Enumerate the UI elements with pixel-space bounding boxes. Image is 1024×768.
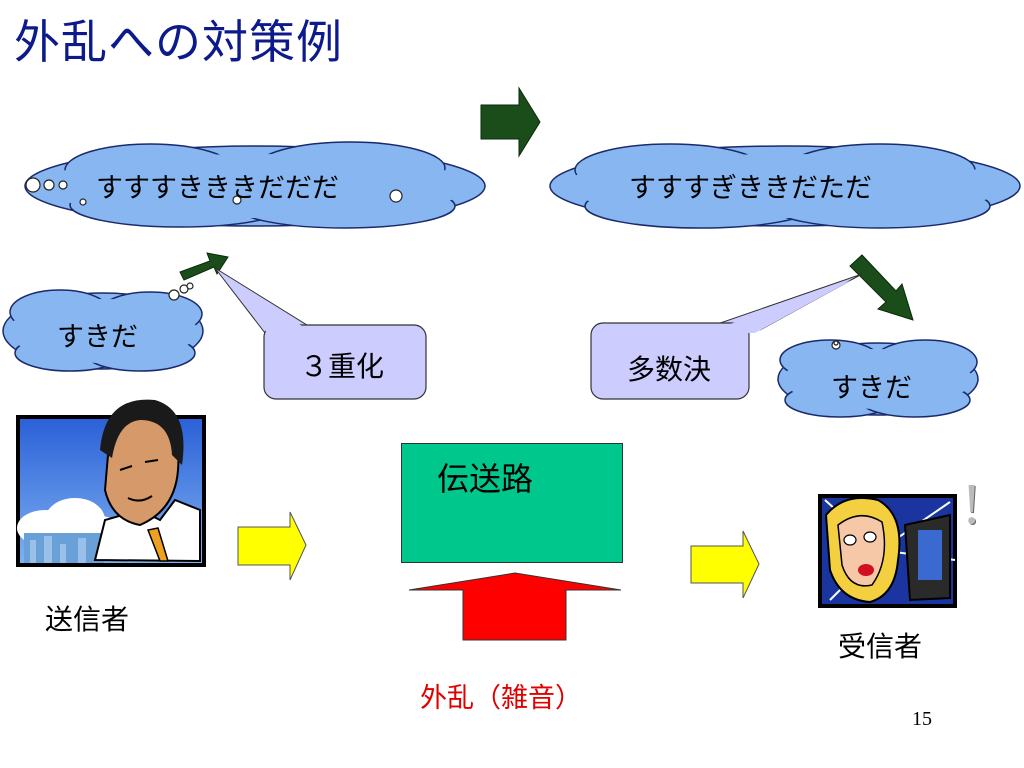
yellow-arrow-icon: [690, 530, 760, 599]
page-number: 15: [912, 708, 932, 730]
sender-portrait-icon: [16, 399, 206, 567]
channel-label: 伝送路: [437, 460, 534, 498]
green-arrow-icon: [480, 86, 541, 158]
receiver-portrait-icon: [818, 494, 957, 608]
encoder-callout-label: ３重化: [300, 350, 385, 383]
receiver-label: 受信者: [838, 630, 923, 663]
decoder-callout: [590, 273, 863, 400]
noise-label: 外乱（雑音）: [420, 683, 582, 714]
yellow-arrow-icon: [237, 511, 307, 581]
sent-encoded-text: すすすきききだだだ: [96, 173, 339, 204]
thought-bubbles-icon: [25, 177, 403, 206]
receiver-message-text: すきだ: [831, 373, 912, 404]
encoder-callout: [214, 267, 427, 400]
received-encoded-text: すすすぎききだただ: [629, 173, 872, 204]
page-title: 外乱への対策例: [14, 15, 343, 69]
decoder-callout-label: 多数決: [627, 353, 712, 386]
sender-thought-bubbles-icon: [168, 282, 194, 301]
sender-message-text: すきだ: [57, 322, 138, 353]
encode-arrow-icon: [179, 252, 229, 281]
decode-arrow-icon: [849, 254, 914, 321]
exclamation-icon: !: [962, 471, 982, 536]
sender-label: 送信者: [45, 603, 130, 636]
receiver-thought-bubbles-icon: [831, 340, 841, 350]
red-noise-arrow-icon: [408, 572, 622, 641]
channel-box: [401, 443, 623, 563]
